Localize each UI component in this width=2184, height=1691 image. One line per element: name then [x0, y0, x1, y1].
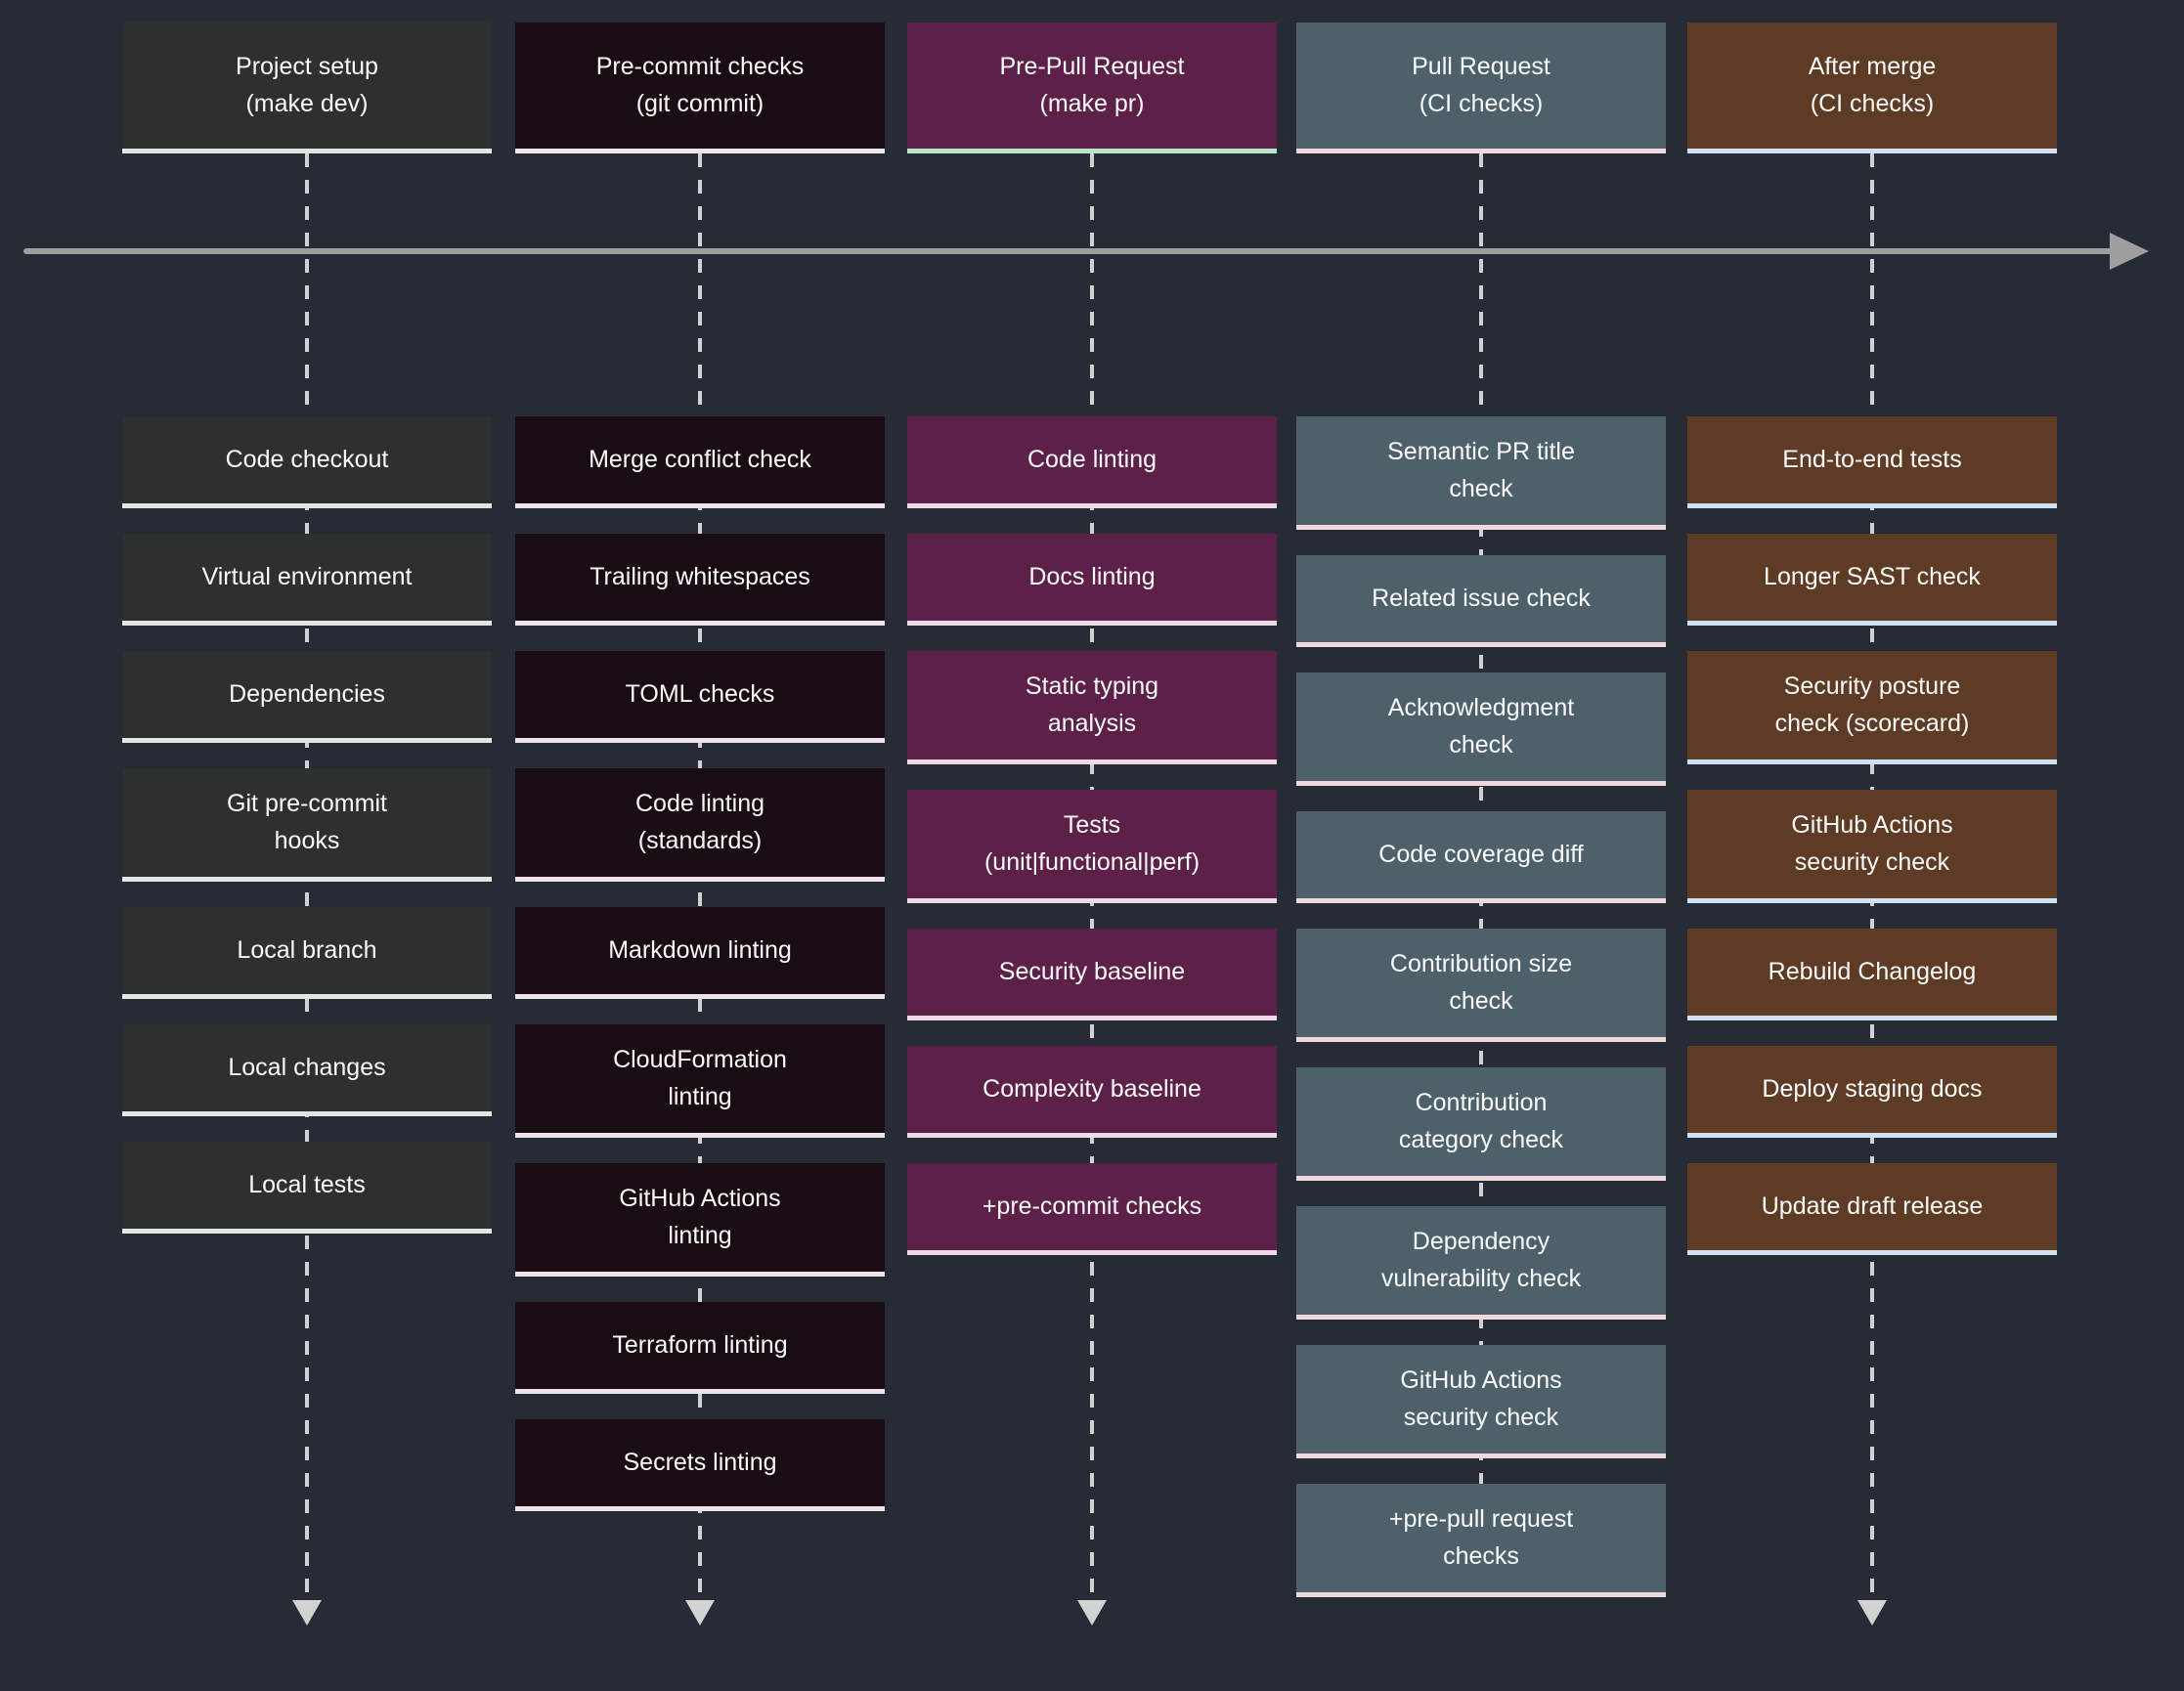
column-after-merge: After merge (CI checks) End-to-end tests…: [1687, 22, 2057, 1674]
step-box: Update draft release: [1687, 1163, 2057, 1255]
step-box: Longer SAST check: [1687, 534, 2057, 626]
step-box: GitHub Actions linting: [515, 1163, 885, 1277]
step-box: Related issue check: [1296, 555, 1666, 647]
step-box: Markdown linting: [515, 907, 885, 999]
step-box: Tests (unit|functional|perf): [907, 790, 1277, 903]
step-stack: Code linting Docs linting Static typing …: [907, 416, 1277, 1255]
step-box: Code coverage diff: [1296, 811, 1666, 903]
step-box: Contribution size check: [1296, 929, 1666, 1042]
step-stack: Semantic PR title check Related issue ch…: [1296, 416, 1666, 1597]
step-box: Rebuild Changelog: [1687, 929, 2057, 1020]
step-box: Code linting (standards): [515, 768, 885, 882]
column-header: Pre-Pull Request (make pr): [907, 22, 1277, 153]
step-box: Contribution category check: [1296, 1067, 1666, 1181]
column-pre-pull-request: Pre-Pull Request (make pr) Code linting …: [907, 22, 1277, 1674]
step-box: Dependency vulnerability check: [1296, 1206, 1666, 1320]
column-header: Pull Request (CI checks): [1296, 22, 1666, 153]
step-box: Merge conflict check: [515, 416, 885, 508]
step-box: Deploy staging docs: [1687, 1046, 2057, 1138]
step-stack: Merge conflict check Trailing whitespace…: [515, 416, 885, 1511]
step-box: Static typing analysis: [907, 651, 1277, 764]
step-box: Git pre-commit hooks: [122, 768, 492, 882]
step-box: Security baseline: [907, 929, 1277, 1020]
step-box: Code checkout: [122, 416, 492, 508]
step-stack: Code checkout Virtual environment Depend…: [122, 416, 492, 1234]
timeline-arrowhead-icon: [2110, 233, 2149, 270]
step-box: CloudFormation linting: [515, 1024, 885, 1138]
step-box: Local changes: [122, 1024, 492, 1116]
step-box: Local tests: [122, 1142, 492, 1234]
step-box: Virtual environment: [122, 534, 492, 626]
column-header: After merge (CI checks): [1687, 22, 2057, 153]
step-box: +pre-commit checks: [907, 1163, 1277, 1255]
column-pull-request: Pull Request (CI checks) Semantic PR tit…: [1296, 22, 1666, 1674]
step-box: End-to-end tests: [1687, 416, 2057, 508]
down-arrow-icon: [1077, 1600, 1107, 1626]
step-box: Local branch: [122, 907, 492, 999]
step-box: GitHub Actions security check: [1687, 790, 2057, 903]
step-box: TOML checks: [515, 651, 885, 743]
column-header: Pre-commit checks (git commit): [515, 22, 885, 153]
step-box: Complexity baseline: [907, 1046, 1277, 1138]
down-arrow-icon: [1857, 1600, 1887, 1626]
step-box: Code linting: [907, 416, 1277, 508]
down-arrow-icon: [685, 1600, 715, 1626]
step-box: Semantic PR title check: [1296, 416, 1666, 530]
timeline-line: [23, 248, 2116, 254]
step-box: +pre-pull request checks: [1296, 1484, 1666, 1597]
step-box: Trailing whitespaces: [515, 534, 885, 626]
step-box: Dependencies: [122, 651, 492, 743]
step-box: Acknowledgment check: [1296, 672, 1666, 786]
step-stack: End-to-end tests Longer SAST check Secur…: [1687, 416, 2057, 1255]
step-box: Docs linting: [907, 534, 1277, 626]
step-box: GitHub Actions security check: [1296, 1345, 1666, 1458]
step-box: Secrets linting: [515, 1419, 885, 1511]
step-box: Terraform linting: [515, 1302, 885, 1394]
column-pre-commit-checks: Pre-commit checks (git commit) Merge con…: [515, 22, 885, 1674]
step-box: Security posture check (scorecard): [1687, 651, 2057, 764]
down-arrow-icon: [292, 1600, 322, 1626]
column-project-setup: Project setup (make dev) Code checkout V…: [122, 22, 492, 1674]
column-header: Project setup (make dev): [122, 22, 492, 153]
